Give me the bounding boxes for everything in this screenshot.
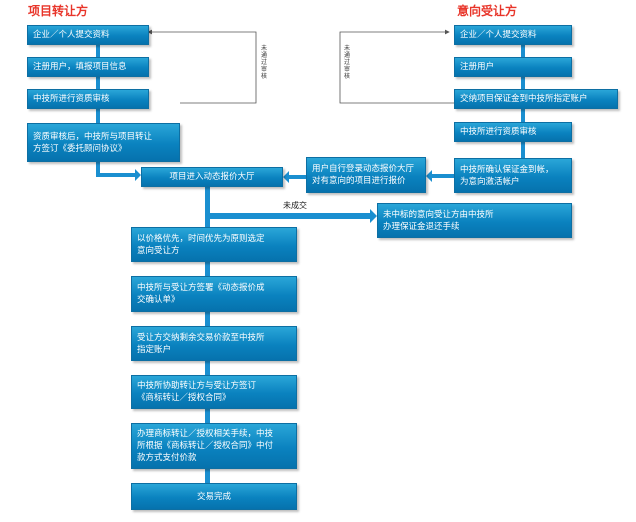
right-fail-feedback-line (339, 29, 454, 104)
transferor-header: 项目转让方 (28, 4, 89, 18)
right-step-1-submit-materials: 企业／个人提交资料 (454, 25, 572, 45)
left-fail-feedback-line (147, 29, 257, 104)
right-step-4-qualification-review: 中技所进行资质审核 (454, 122, 572, 142)
deposit-refund-box: 未中标的意向受让方由中技所 办理保证金退还手续 (377, 203, 572, 238)
left-to-hall-arrow (96, 162, 141, 181)
right-to-bid-arrow (426, 170, 454, 182)
user-bidding-box: 用户自行登录动态报价大厅 对有意向的项目进行报价 (306, 157, 426, 193)
left-step-2-register-project: 注册用户，填报项目信息 (27, 57, 149, 77)
not-deal-label: 未成交 (283, 201, 307, 210)
left-column-arrows (96, 45, 100, 123)
main-step-1-select-transferee: 以价格优先，时间优先为原则选定 意向受让方 (131, 227, 297, 262)
main-step-3-pay-balance: 受让方交纳剩余交易价款至中技所 指定账户 (131, 326, 297, 361)
right-step-5-activate-account: 中技所确认保证金到帐， 为意向激活帐户 (454, 158, 572, 193)
dynamic-bidding-hall-box: 项目进入动态报价大厅 (141, 167, 283, 187)
left-fail-note: 未通过审核 (260, 45, 267, 80)
main-column-arrows (205, 262, 210, 483)
main-step-6-transaction-complete: 交易完成 (131, 483, 297, 510)
main-step-4-sign-contract: 中技所协助转让方与受让方签订 《商标转让／授权合同》 (131, 375, 297, 409)
right-column-arrows (521, 45, 525, 158)
transferee-header: 意向受让方 (457, 4, 518, 18)
hall-down-arrow (205, 187, 210, 227)
right-fail-note: 未通过审核 (343, 45, 350, 80)
not-deal-arrow (208, 209, 377, 223)
left-step-4-sign-agreement: 资质审核后，中技所与项目转让 方签订《委托顾问协议》 (27, 123, 180, 162)
right-step-3-pay-deposit: 交纳项目保证金到中技所指定账户 (454, 89, 618, 109)
left-step-3-qualification-review: 中技所进行资质审核 (27, 89, 149, 109)
left-step-1-submit-materials: 企业／个人提交资料 (27, 25, 149, 45)
main-step-5-handle-transfer-payment: 办理商标转让／授权相关手续，中技 所根据《商标转让／授权合同》中付 款方式支付价… (131, 423, 297, 469)
bid-to-hall-arrow (283, 171, 306, 183)
main-step-2-sign-confirmation: 中技所与受让方签署《动态报价成 交确认单》 (131, 276, 297, 312)
right-step-2-register: 注册用户 (454, 57, 572, 77)
